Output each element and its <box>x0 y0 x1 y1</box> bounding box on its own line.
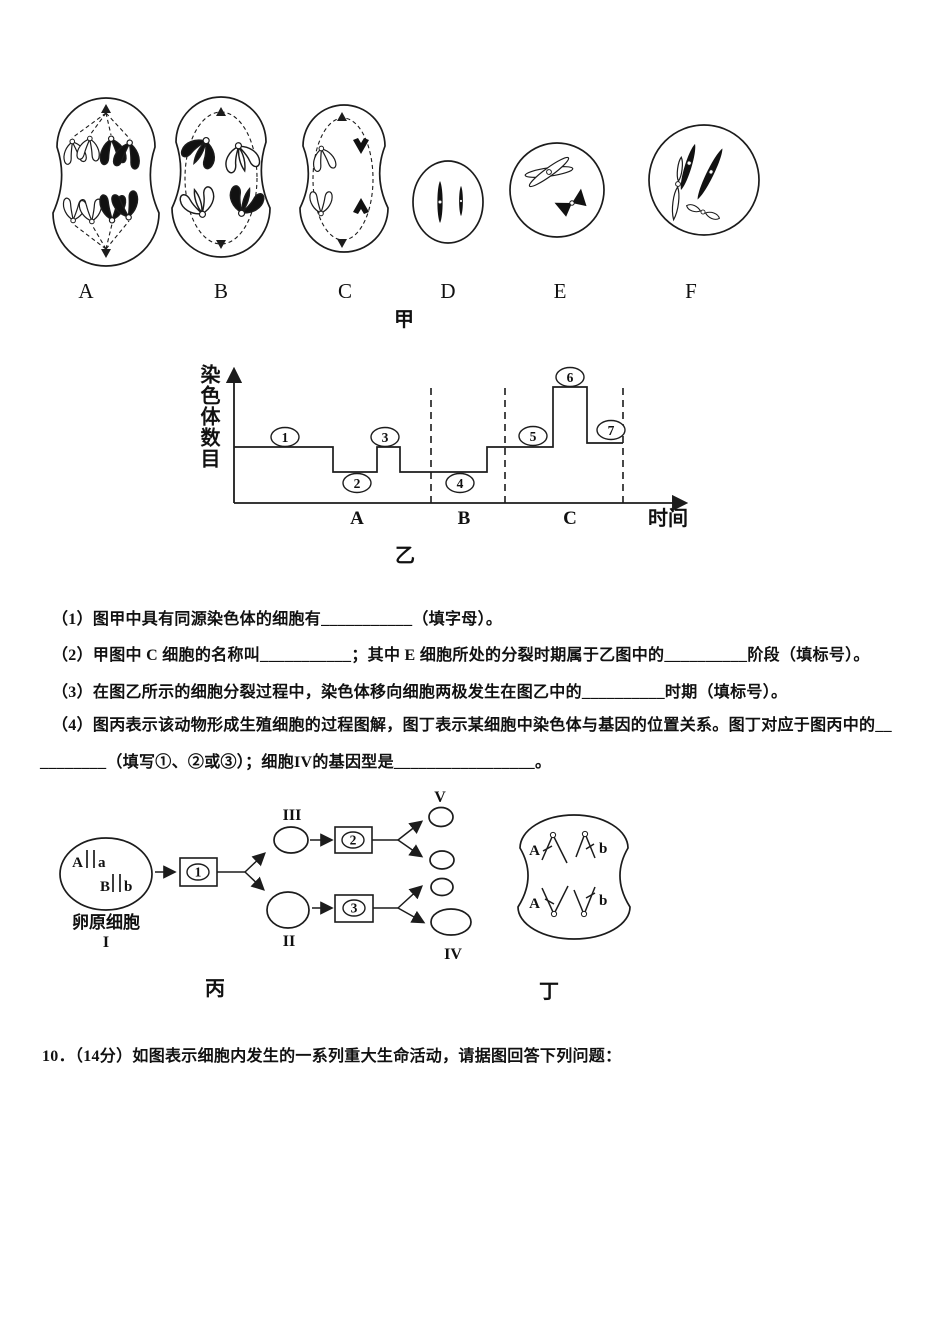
cell-label-a: A <box>78 279 94 303</box>
cell-e <box>509 142 605 238</box>
question-1: （1）图甲中具有同源染色体的细胞有___________（填字母）。 <box>52 611 503 628</box>
spindle-fibers <box>71 112 131 250</box>
marker-2: 2 <box>342 472 372 494</box>
ding-gene-labels: A b A b <box>529 841 607 912</box>
marker-6: 6 <box>555 366 585 388</box>
cell-label-d: D <box>440 279 455 303</box>
gene-A-bottom: A <box>529 896 540 912</box>
figure-yi-chart: 1 2 3 4 5 6 7 <box>225 366 689 567</box>
figure-jia-caption: 甲 <box>394 309 414 331</box>
gene-B: B <box>100 879 110 895</box>
gene-b-bottom: b <box>599 893 607 909</box>
svg-text:2: 2 <box>354 476 361 491</box>
cell-label-f: F <box>685 279 697 303</box>
question-4-line1: （4）图丙表示该动物形成生殖细胞的过程图解，图丁表示某细胞中染色体与基因的位置关… <box>52 717 892 734</box>
figures-artwork: A B C D E F 甲 1 2 <box>52 96 760 1003</box>
numeral-V: V <box>434 789 446 806</box>
figure-jia: A B C D E F 甲 <box>52 96 760 331</box>
svg-text:6: 6 <box>567 370 574 385</box>
anaphase-chromosomes <box>541 830 596 918</box>
marker-7: 7 <box>596 419 626 441</box>
secondary-oocyte-III <box>273 826 309 854</box>
arrow <box>397 839 424 858</box>
oogonium-genes: A a B b <box>72 850 132 895</box>
chromosomes <box>437 181 463 223</box>
arrow <box>244 871 265 891</box>
phase-label-b: B <box>458 508 471 529</box>
svg-text:1: 1 <box>282 430 289 445</box>
question-4-line2: ________（填写①、②或③）；细胞IV的基因型是_____________… <box>40 754 552 771</box>
phase-label-a: A <box>350 508 364 529</box>
gene-a: a <box>98 855 106 871</box>
svg-text:3: 3 <box>382 430 389 445</box>
polar-body <box>429 850 455 870</box>
chromosome-number-curve <box>234 386 623 473</box>
secondary-oocyte-II <box>266 891 310 929</box>
process-box-3: 3 <box>334 894 374 923</box>
phase-labels: A B C <box>350 508 577 529</box>
marker-5: 5 <box>518 425 548 447</box>
figure-ding-caption: 丁 <box>539 981 559 1003</box>
cell-b <box>171 96 271 258</box>
svg-text:4: 4 <box>457 476 464 491</box>
arrow <box>397 885 423 909</box>
y-axis-label: 染色体数目 <box>197 364 219 469</box>
polar-body-V <box>428 806 454 828</box>
arrow <box>397 907 426 924</box>
svg-text:3: 3 <box>351 901 358 916</box>
numeral-I: I <box>103 934 109 951</box>
cell-f <box>648 124 760 236</box>
cell-d <box>412 160 484 244</box>
arrow <box>244 852 266 873</box>
cell-a <box>52 97 160 267</box>
gene-A-top: A <box>529 843 540 859</box>
marker-1: 1 <box>270 426 300 448</box>
oogonium-label: 卵原细胞 <box>72 912 140 932</box>
marker-4: 4 <box>445 472 475 494</box>
question-3: （3）在图乙所示的细胞分裂过程中，染色体移向细胞两极发生在图乙中的_______… <box>52 684 788 701</box>
ovum-IV <box>430 908 472 936</box>
phase-label-c: C <box>563 508 577 529</box>
numeral-IV: IV <box>444 946 462 963</box>
gene-b-top: b <box>599 841 607 857</box>
cell-label-c: C <box>338 279 352 303</box>
process-box-1: 1 <box>179 857 218 887</box>
dividing-cell <box>517 814 631 940</box>
chromosomes <box>670 143 726 222</box>
cell-labels: A B C D E F <box>78 279 696 303</box>
gene-b: b <box>124 879 132 895</box>
question-2: （2）甲图中 C 细胞的名称叫___________；其中 E 细胞所处的分裂时… <box>52 647 870 664</box>
polar-body <box>430 877 454 897</box>
arrow <box>397 820 424 841</box>
numeral-III: III <box>283 807 302 824</box>
figure-yi-caption: 乙 <box>395 545 415 567</box>
question-10: 10．（14分）如图表示细胞内发生的一系列重大生命活动，请据图回答下列问题： <box>42 1048 622 1065</box>
process-box-2: 2 <box>334 826 373 854</box>
cell-label-b: B <box>214 279 228 303</box>
svg-text:5: 5 <box>530 429 537 444</box>
segment-markers: 1 2 3 4 5 6 7 <box>270 366 626 494</box>
x-axis-label: 时间 <box>648 507 688 530</box>
chromosomes <box>522 153 590 220</box>
figure-bing-caption: 丙 <box>205 978 225 1000</box>
figure-bing: A a B b 卵原细胞 I 1 III II 2 <box>59 789 472 1000</box>
marker-3: 3 <box>370 426 400 448</box>
cell-label-e: E <box>554 279 567 303</box>
svg-text:2: 2 <box>350 833 357 848</box>
numeral-II: II <box>283 933 295 950</box>
gene-A: A <box>72 855 83 871</box>
svg-text:7: 7 <box>608 423 615 438</box>
figure-ding: A b A b 丁 <box>517 814 631 1003</box>
oogonium-cell <box>59 837 153 911</box>
svg-text:1: 1 <box>195 865 202 880</box>
cell-c <box>299 104 389 253</box>
